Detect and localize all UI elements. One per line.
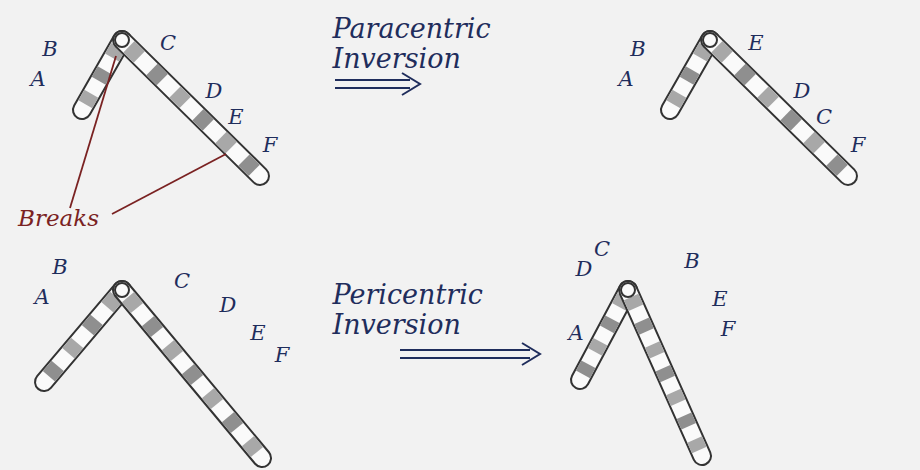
gene-letter: A xyxy=(34,286,49,309)
process-title: Pericentric Inversion xyxy=(333,280,518,339)
gene-letter: E xyxy=(250,322,265,345)
leader-line xyxy=(70,56,226,214)
gene-letter: D xyxy=(576,258,593,281)
gene-letter: C xyxy=(174,270,190,293)
gene-letter: C xyxy=(816,106,832,129)
gene-letter: C xyxy=(594,238,610,261)
gene-letter: B xyxy=(630,38,645,61)
gene-letter: B xyxy=(684,250,699,273)
gene-letter: D xyxy=(206,80,223,103)
gene-letter: A xyxy=(618,68,633,91)
gene-letter: F xyxy=(263,134,278,157)
chromosome xyxy=(82,33,260,176)
gene-letter: F xyxy=(275,344,290,367)
gene-letter: B xyxy=(52,256,67,279)
chromosome xyxy=(670,33,848,176)
gene-letter: F xyxy=(851,134,866,157)
gene-letter: E xyxy=(228,106,243,129)
gene-letter: F xyxy=(721,318,736,341)
gene-letter: A xyxy=(30,68,45,91)
gene-letter: D xyxy=(220,294,237,317)
gene-letter: D xyxy=(794,80,811,103)
gene-letter: E xyxy=(712,288,727,311)
gene-letter: A xyxy=(568,322,583,345)
break-note: Breaks xyxy=(18,206,99,231)
chromosome xyxy=(44,283,262,458)
gene-letter: E xyxy=(748,32,763,55)
gene-letter: C xyxy=(160,32,176,55)
chromosome xyxy=(580,283,702,456)
gene-letter: B xyxy=(42,38,57,61)
process-title: Paracentric Inversion xyxy=(333,14,518,73)
